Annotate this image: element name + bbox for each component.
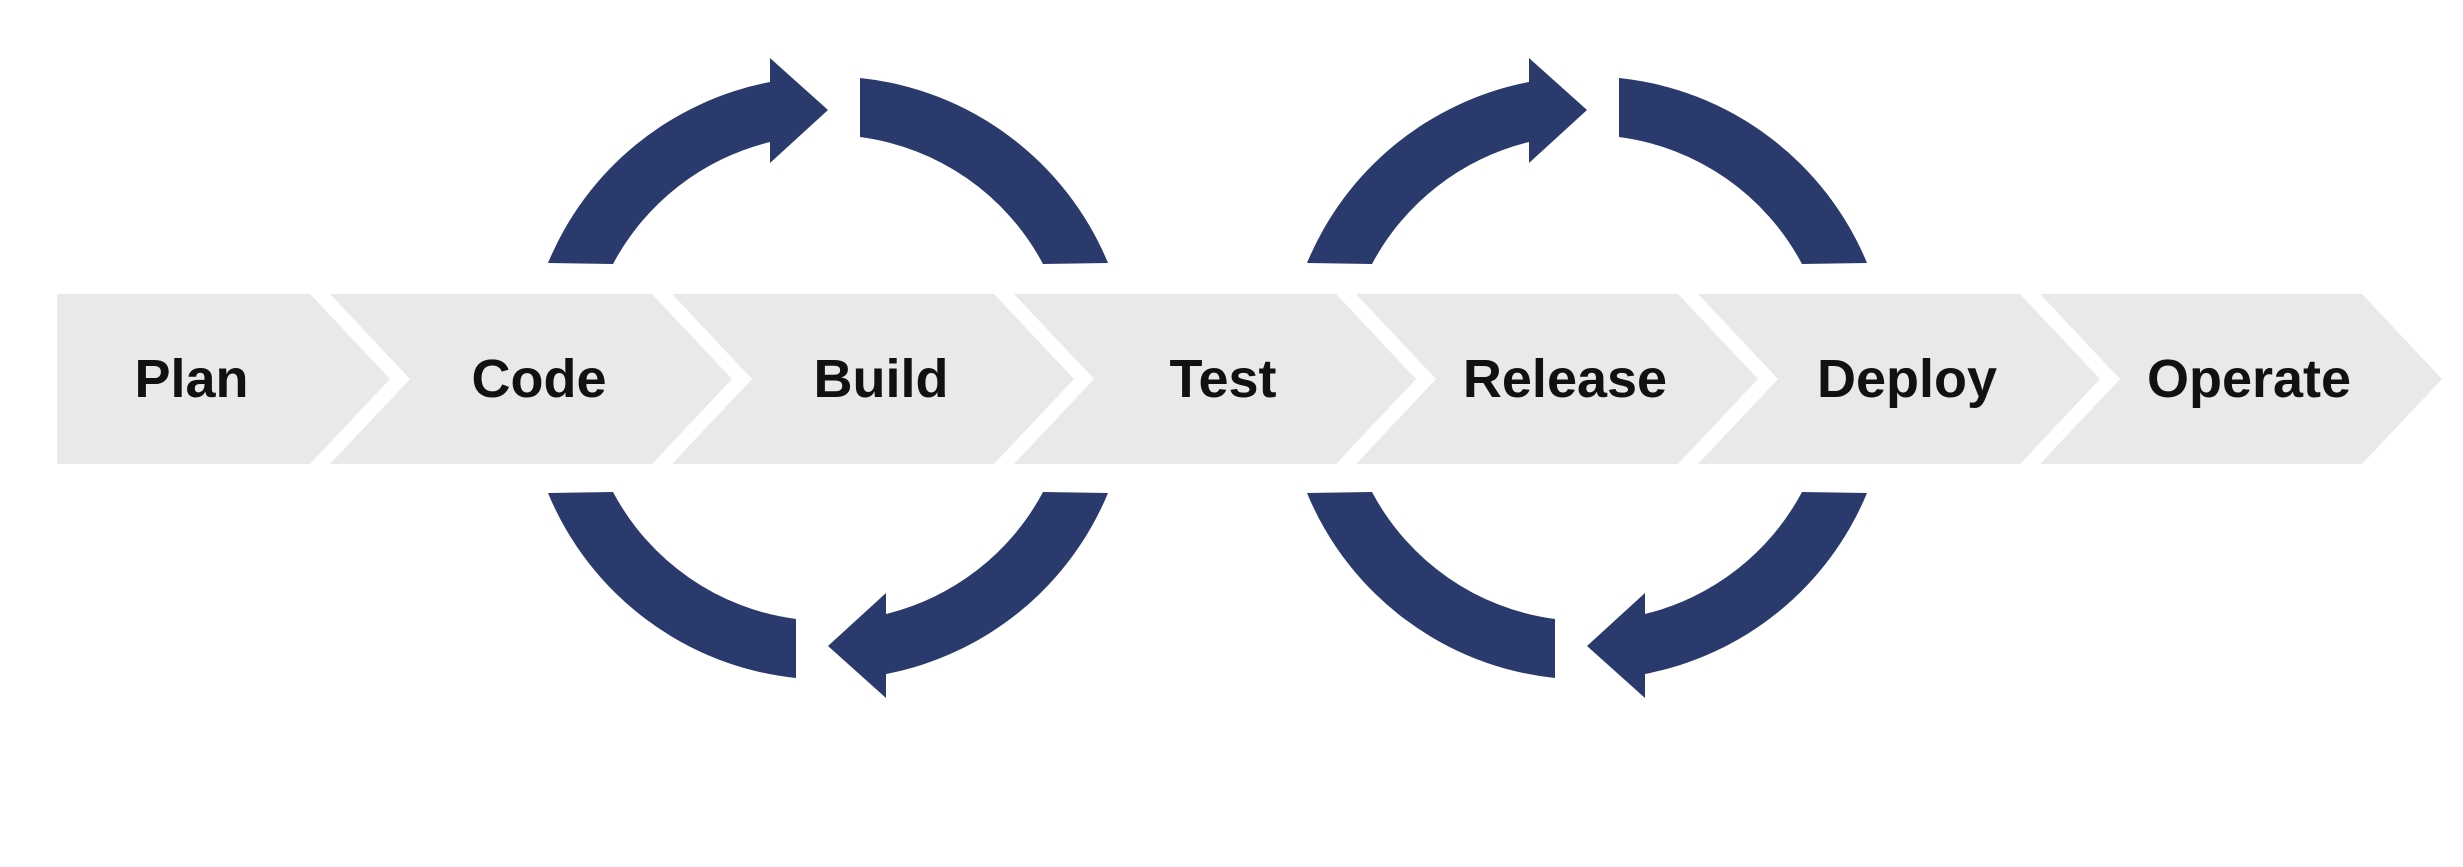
- step-code: Code: [330, 294, 732, 464]
- step-plan: Plan: [57, 294, 390, 464]
- step-build: Build: [672, 294, 1074, 464]
- process-strip: Plan Code Build Test Release Deploy Oper…: [0, 294, 2463, 464]
- step-deploy: Deploy: [1698, 294, 2100, 464]
- step-test: Test: [1014, 294, 1416, 464]
- step-operate: Operate: [2040, 294, 2442, 464]
- step-release: Release: [1356, 294, 1758, 464]
